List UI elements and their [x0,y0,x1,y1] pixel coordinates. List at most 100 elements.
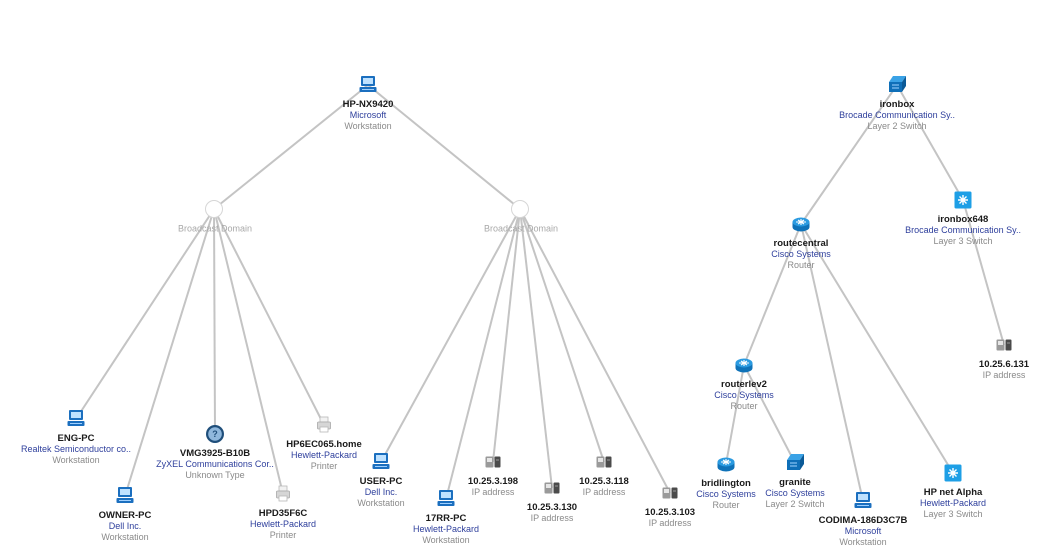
device-vendor: Cisco Systems [765,488,825,498]
device-type: Unknown Type [185,470,244,480]
device-type: Printer [270,530,297,540]
workstation-icon [67,410,85,426]
device-vendor: Microsoft [350,110,387,120]
device-type: Workstation [422,535,469,545]
device-name: granite [779,477,811,488]
link-hp_nx9420-bd2 [367,84,521,210]
link-bd2-user_pc [380,208,521,463]
device-vendor: Hewlett-Packard [291,450,357,460]
device-name: OWNER-PC [99,510,152,521]
link-bd1-hpd35f6c [213,208,284,495]
device-name: 10.25.6.131 [979,359,1030,370]
link-routerlev2-granite [743,364,796,464]
unknown-device-icon: ? [206,425,224,443]
link-routecentral-codima [800,223,864,502]
device-type: Workstation [101,532,148,542]
device-vendor: Cisco Systems [714,390,774,400]
link-bd1-vmg3925 [213,208,216,435]
device-name: routerlev2 [721,379,767,390]
device-vendor: Dell Inc. [365,487,398,497]
links-layer [75,84,1005,502]
device-type: IP address [649,518,692,528]
device-type: Router [787,260,814,270]
link-hp_nx9420-bd1 [213,84,369,210]
broadcast-domain-label: Broadcast Domain [484,224,558,234]
link-ironbox-ironbox648 [896,84,964,201]
router-icon [792,217,810,232]
link-ironbox-routecentral [800,84,898,225]
device-name: 10.25.3.118 [579,476,629,487]
link-bd2-ip103 [519,208,671,494]
ip-address-icon [662,487,678,499]
device-type: Router [730,401,757,411]
broadcast-domain-2[interactable]: Broadcast Domain [484,200,558,234]
device-name: HPD35F6C [259,508,308,519]
device-type: IP address [983,370,1026,380]
device-name: VMG3925-B10B [180,448,250,459]
ip-address-icon [544,482,560,494]
device-name: 10.25.3.103 [645,507,695,518]
link-ironbox648-ip6131 [962,199,1005,346]
device-vendor: ZyXEL Communications Cor.. [156,459,274,469]
device-type: Workstation [357,498,404,508]
device-type: Router [712,500,739,510]
printer-icon [276,485,290,502]
broadcast-domain-label: Broadcast Domain [178,224,252,234]
device-vendor: Cisco Systems [771,249,831,259]
workstation-icon [116,487,134,503]
router-icon [735,358,753,373]
device-type: Workstation [344,121,391,131]
device-name: 10.25.3.130 [527,502,577,513]
broadcast-domain-1[interactable]: Broadcast Domain [178,200,252,234]
link-bd2-ip118 [519,208,605,463]
device-name: bridlington [701,478,751,489]
device-type: Layer 2 Switch [765,499,824,509]
device-type: Workstation [839,537,886,547]
device-vendor: Cisco Systems [696,489,756,499]
layer2-switch-icon [889,76,906,92]
device-type: Printer [311,461,338,471]
device-vendor: Dell Inc. [109,521,142,531]
broadcast-domain-icon [511,200,529,218]
device-name: ironbox648 [938,214,989,225]
device-vendor: Hewlett-Packard [920,498,986,508]
device-type: Layer 3 Switch [933,236,992,246]
layer2-switch-icon [787,454,804,470]
device-type: Workstation [52,455,99,465]
broadcast-domain-icon [205,200,223,218]
device-type: IP address [531,513,574,523]
device-type: IP address [472,487,515,497]
workstation-icon [359,76,377,92]
device-name: routecentral [774,238,829,249]
layer3-switch-icon [954,191,972,209]
device-name: 17RR-PC [426,513,467,524]
ip-address-icon [485,456,501,468]
device-name: HP6EC065.home [286,439,362,450]
link-bd2-rr17_pc [445,208,521,500]
device-name: HP-NX9420 [343,99,394,110]
device-type: Layer 3 Switch [923,509,982,519]
device-vendor: Hewlett-Packard [250,519,316,529]
